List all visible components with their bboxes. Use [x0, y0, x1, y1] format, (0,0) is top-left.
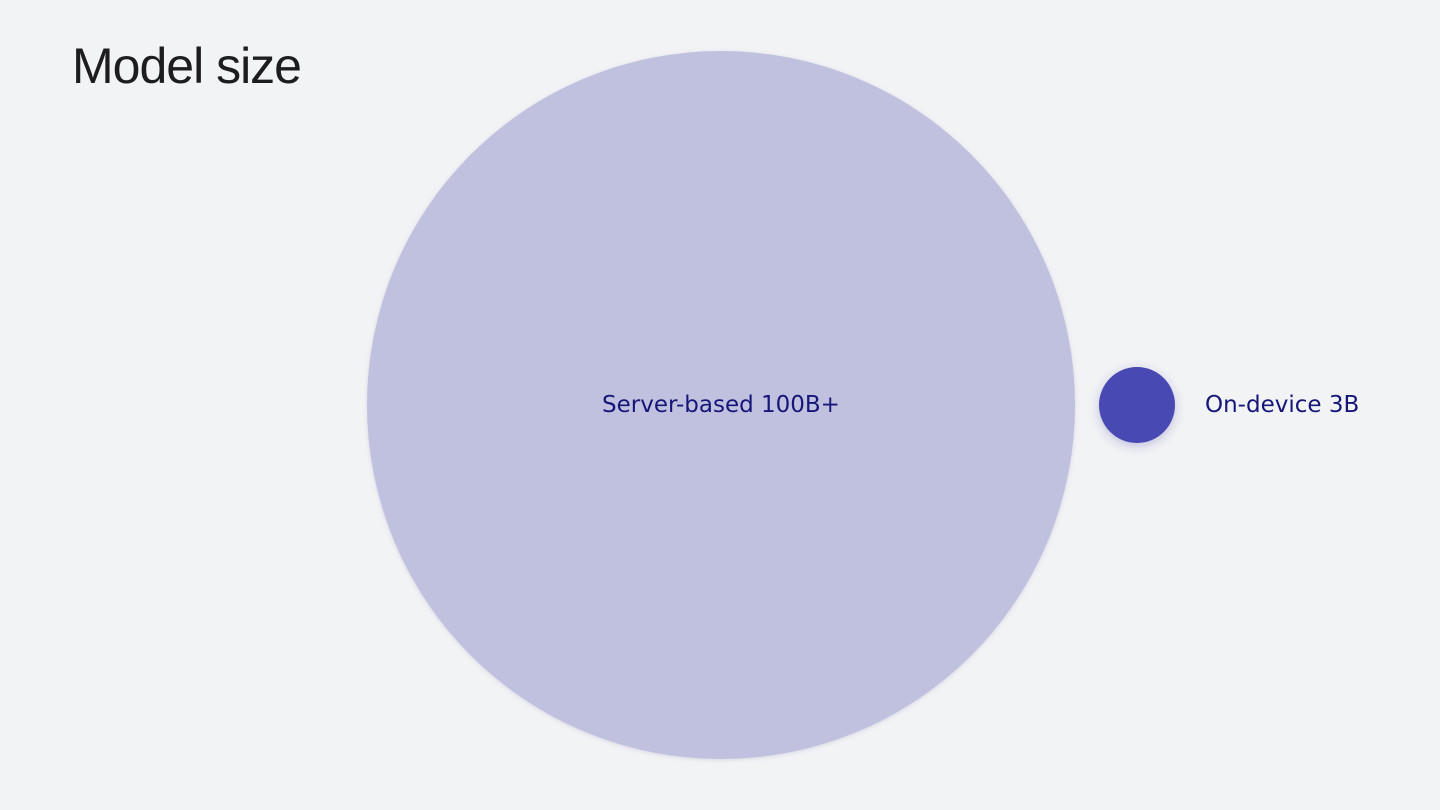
on-device-model-bubble — [1099, 367, 1175, 443]
on-device-model-label: On-device 3B — [1205, 392, 1359, 418]
slide-title: Model size — [72, 38, 302, 94]
server-model-bubble — [367, 51, 1075, 759]
server-model-label: Server-based 100B+ — [602, 392, 840, 418]
